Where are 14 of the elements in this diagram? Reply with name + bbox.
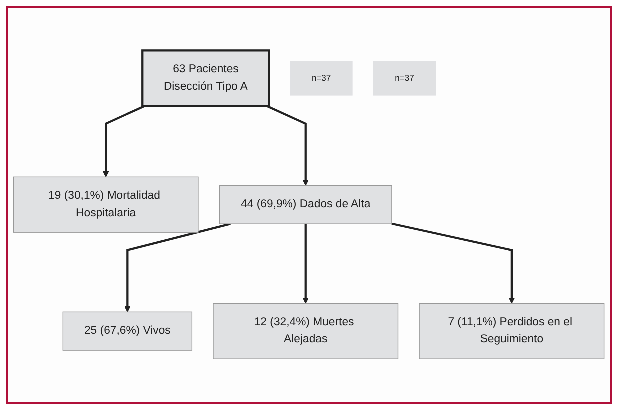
node-box: [290, 61, 353, 96]
arrow: [124, 223, 231, 313]
arrow: [266, 105, 309, 186]
node-box: [213, 303, 399, 360]
node-box: [142, 50, 270, 108]
arrow: [102, 105, 146, 178]
node-box: [62, 312, 193, 352]
node-box: [219, 185, 392, 225]
arrow: [392, 222, 516, 304]
node-box: [13, 176, 199, 234]
arrow: [302, 224, 309, 304]
node-box: [419, 303, 605, 360]
node-box: [373, 61, 436, 96]
flowchart: 63 Pacientes Disección Tipo A 19 (30,1%) Mortalidad Hospitalaria 44 (69,9%) Dados de Alta 25 (67,6%) Vivos n=37 12 (32,4%) Muertes Alejadas n=37 7 (11,1%) Perdidos en el Seguimiento: [8, 45, 610, 365]
